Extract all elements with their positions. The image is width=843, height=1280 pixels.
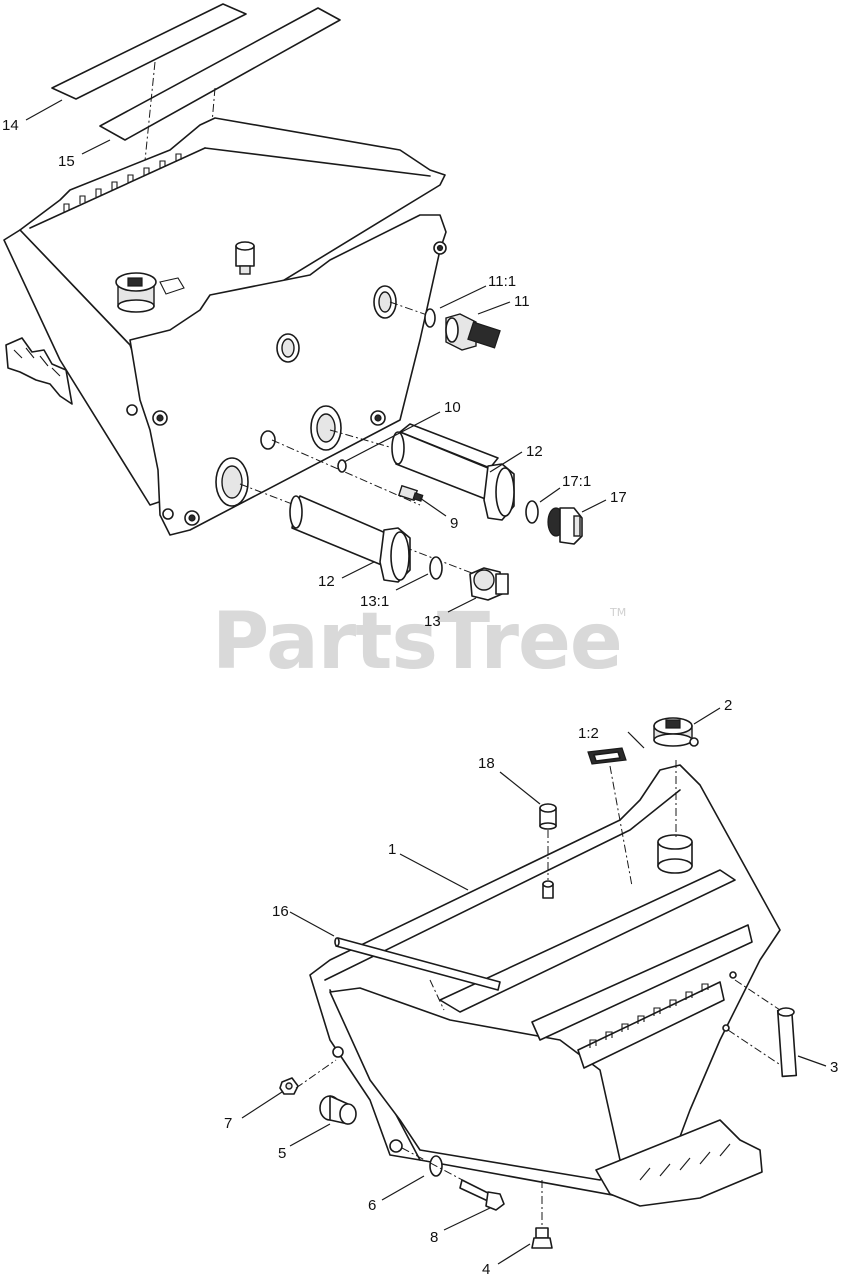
fitting-17 [547,507,583,545]
callout-11-1: 11:1 [488,273,516,290]
callout-3: 3 [830,1059,838,1076]
step-tread-left [5,337,73,405]
leader-lines [25,99,827,1265]
filler-cap-top [115,272,185,313]
vent-grommet [542,880,554,899]
callout-12-upper: 12 [526,443,543,460]
watermark: PartsTree [212,597,622,687]
oring-17-1 [525,500,539,524]
callout-10: 10 [444,399,461,416]
callout-14: 14 [2,117,19,134]
callout-5: 5 [278,1145,286,1162]
tube-12-lower [289,495,411,583]
callout-labels: 14 15 11:1 11 10 12 17:1 17 9 12 13:1 13… [2,117,838,1278]
callout-17-1: 17:1 [562,473,591,490]
oring-10 [337,459,347,473]
oring-11-1 [424,308,436,328]
callout-16: 16 [272,903,289,920]
callout-11: 11 [514,293,530,310]
decal-15 [99,7,341,141]
sensor-9 [397,484,424,502]
nut-7 [279,1077,299,1095]
oring-13-1 [429,556,443,580]
callout-8: 8 [430,1229,438,1246]
watermark-trademark: TM [609,606,626,619]
callout-7: 7 [224,1115,232,1132]
top-assembly [3,3,583,601]
drain-4 [531,1227,553,1249]
tube-16 [334,937,501,991]
callout-18: 18 [478,755,495,772]
bottom-assembly [279,717,798,1249]
spacer-5 [319,1095,357,1125]
callout-17: 17 [610,489,627,506]
vent-18 [539,803,557,830]
callout-1-2: 1:2 [578,725,599,742]
callout-12-lower: 12 [318,573,335,590]
callout-1: 1 [388,841,396,858]
step-tread-right [595,1119,763,1207]
vent-fitting-top [235,241,255,275]
callout-13-1: 13:1 [360,593,389,610]
bolt-8 [459,1179,505,1211]
callout-6: 6 [368,1197,376,1214]
decal-14 [51,3,247,100]
tank-front-plate [129,214,447,536]
tube-12-upper [391,423,515,521]
fitting-13 [469,567,509,601]
callout-2: 2 [724,697,732,714]
fitting-11 [445,313,501,351]
bolts-top [126,241,447,526]
filler-neck [657,834,693,874]
ports [215,285,397,507]
callout-13: 13 [424,613,441,630]
pin-3 [776,1007,798,1078]
callout-15: 15 [58,153,75,170]
filler-cap-2 [653,717,699,747]
callout-4: 4 [482,1261,490,1278]
callout-9: 9 [450,515,458,532]
